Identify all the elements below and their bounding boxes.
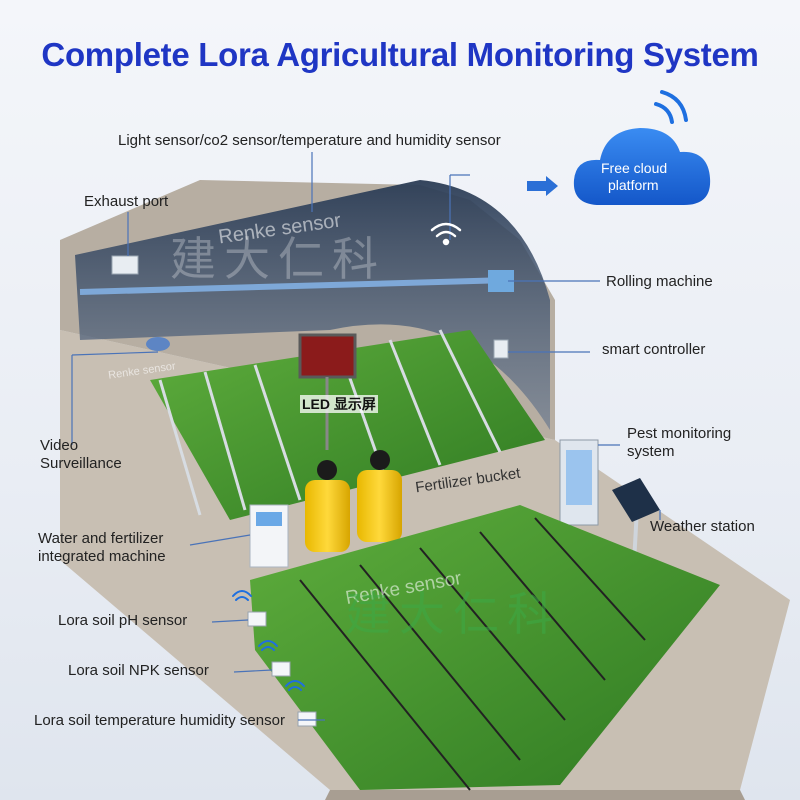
label-pest-line1: Pest monitoring [627,425,732,442]
label-rolling-machine: Rolling machine [606,273,713,290]
field-wifi-icons [232,590,305,691]
pest-monitor-panel [566,450,592,505]
drip-lines [299,517,646,791]
video-camera [146,337,170,351]
smart-controller-box [493,339,509,359]
fertilizer-tank-2 [357,470,402,542]
cloud-arrow-icon [527,176,558,196]
cloud-icon [573,128,711,205]
greenhouse-wifi-icon [430,222,462,246]
label-soil-npk-sensor: Lora soil NPK sensor [68,662,209,679]
soil-temp-sensor-device [297,711,317,727]
label-smart-controller: smart controller [602,341,706,358]
label-exhaust-port: Exhaust port [84,193,169,210]
greenhouse-grass [150,330,545,520]
tank-pump-1 [317,460,337,480]
glass-roof [75,180,550,430]
page-title: Complete Lora Agricultural Monitoring Sy… [41,36,759,73]
label-light-co2-temp-sensor: Light sensor/co2 sensor/temperature and … [118,132,501,149]
leader-lines [71,152,661,721]
cloud-label-line1: Free cloud [601,160,668,176]
label-soil-ph-sensor: Lora soil pH sensor [58,612,188,629]
solar-panel [612,478,660,522]
label-water-line1: Water and fertilizer [38,530,164,547]
label-led-screen: LED 显示屏 [300,395,378,413]
label-pest-line2: system [627,443,675,460]
trellis-frames [158,329,502,516]
label-video-line2: Surveillance [40,455,122,472]
label-water-line2: integrated machine [38,548,166,565]
led-screen [298,333,357,379]
watermark-cn-roof: 建大仁科 [170,233,386,285]
label-weather-station: Weather station [650,518,755,535]
label-video-line1: Video [40,437,79,454]
soil-ph-sensor-device [247,611,267,627]
machine-screen [256,512,282,526]
field-grass [250,505,720,790]
floor-front-edge [325,790,745,800]
watermark-cn-field: 建大仁科 [345,588,561,640]
exhaust-port-box [111,255,139,275]
cloud-label-line2: platform [608,177,659,193]
rolling-motor [488,270,514,292]
cloud-wifi-icon [654,90,688,124]
rolling-shaft [79,277,511,295]
soil-npk-sensor-device [271,661,291,677]
tank-pump-2 [370,450,390,470]
label-soil-temp-humidity-sensor: Lora soil temperature humidity sensor [34,712,285,729]
fertilizer-tank-1 [305,480,350,552]
